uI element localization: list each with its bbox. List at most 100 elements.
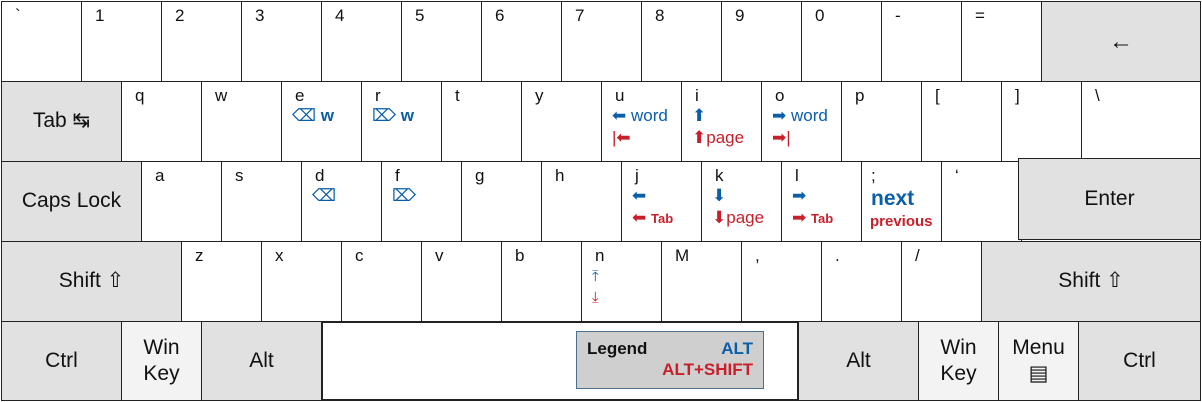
alt-shift-action-text: page	[706, 128, 745, 147]
key-label: y	[535, 86, 544, 105]
key-d: d ⌫	[301, 161, 382, 242]
alt-shift-action-previous: previous	[870, 213, 933, 230]
key-label: Ctrl	[1123, 348, 1156, 372]
key-label: ‘	[955, 166, 959, 185]
key-right-shift: Shift ⇧	[981, 241, 1201, 322]
arrow-down-icon: ⬇	[712, 208, 727, 227]
key-a: a	[141, 161, 222, 242]
alt-action: ⬅ word	[612, 106, 668, 126]
key-label: Shift ⇧	[1058, 269, 1124, 293]
delete-right-icon: ⌦	[392, 186, 417, 205]
key-label: Shift ⇧	[58, 269, 125, 293]
key-period: .	[821, 241, 902, 322]
key-label: ;	[871, 166, 876, 185]
key-left-shift: Shift ⇧	[1, 241, 182, 322]
arrow-up-icon: ⬆	[692, 106, 707, 125]
key-label: 8	[655, 6, 665, 25]
key-right-bracket: ]	[1001, 81, 1082, 162]
key-label: 6	[495, 6, 505, 25]
key-backspace: ←	[1041, 1, 1201, 82]
key-backslash: \	[1081, 81, 1201, 162]
key-m: M	[661, 241, 742, 322]
key-label: s	[235, 166, 244, 185]
key-left-bracket: [	[921, 81, 1002, 162]
alt-action-next: next	[871, 187, 915, 210]
key-label: 9	[735, 6, 745, 25]
alt-action-text: w	[320, 106, 335, 125]
key-j: j ⬅ ⬅ Tab	[621, 161, 702, 242]
alt-shift-action-text: page	[726, 208, 765, 227]
key-label: e	[295, 86, 305, 105]
backspace-arrow-icon: ←	[1109, 27, 1133, 55]
arrow-to-top-icon: ⤒	[592, 268, 599, 285]
key-label: w	[215, 86, 228, 105]
arrow-down-icon: ⬇	[712, 186, 727, 205]
key-label: 4	[335, 6, 345, 25]
key-label: [	[935, 86, 940, 105]
key-i: i ⬆ ⬆page	[681, 81, 762, 162]
key-label: \	[1095, 86, 1100, 105]
key-o: o ➡ word ➡|	[761, 81, 842, 162]
key-n: n ⤒ ⤓	[581, 241, 662, 322]
alt-shift-action: ➡|	[772, 128, 791, 147]
key-b: b	[501, 241, 582, 322]
key-right-ctrl: Ctrl	[1078, 321, 1201, 401]
key-label: t	[455, 86, 460, 105]
arrow-left-icon: ⬅	[632, 186, 647, 205]
key-v: v	[421, 241, 502, 322]
key-label: r	[375, 86, 381, 105]
key-label: v	[435, 246, 444, 265]
delete-left-icon: ⌫	[292, 106, 317, 125]
arrow-right-icon: ➡	[792, 208, 807, 227]
alt-action: ⌫ w	[292, 106, 334, 126]
key-4: 4	[321, 1, 402, 82]
key-label: o	[775, 86, 785, 105]
key-r: r ⌦ w	[361, 81, 442, 162]
key-u: u ⬅ word |⬅	[601, 81, 682, 162]
key-equals: =	[961, 1, 1042, 82]
key-q: q	[121, 81, 202, 162]
alt-shift-action-text: Tab	[810, 211, 834, 226]
key-right-alt: Alt	[798, 321, 919, 401]
key-3: 3	[241, 1, 322, 82]
key-label: M	[675, 246, 690, 265]
key-label: z	[195, 246, 204, 265]
key-y: y	[521, 81, 602, 162]
alt-shift-action: ⬇page	[712, 208, 764, 228]
legend-alt-shift: ALT+SHIFT	[662, 360, 753, 379]
key-label: 2	[175, 6, 185, 25]
arrow-left-icon: ⬅	[612, 106, 627, 125]
key-9: 9	[721, 1, 802, 82]
arrow-right-icon: ➡	[792, 186, 807, 205]
key-tab: Tab ↹	[1, 81, 122, 162]
key-label: Ctrl	[45, 348, 78, 372]
key-6: 6	[481, 1, 562, 82]
key-label: Caps Lock	[21, 189, 122, 213]
key-g: g	[461, 161, 542, 242]
key-left-alt: Alt	[201, 321, 322, 401]
key-label: a	[155, 166, 165, 185]
key-label: u	[615, 86, 625, 105]
key-2: 2	[161, 1, 242, 82]
key-backtick: `	[1, 1, 82, 82]
key-semicolon: ; next previous	[861, 161, 942, 242]
key-label: Tab ↹	[32, 109, 91, 133]
arrow-to-bottom-icon: ⤓	[592, 289, 599, 306]
key-label: 7	[575, 6, 585, 25]
key-comma: ,	[741, 241, 822, 322]
arrow-left-icon: ⬅	[632, 208, 647, 227]
alt-shift-action: ➡ Tab	[792, 208, 833, 228]
key-label-line: Win	[143, 335, 180, 359]
key-label-line: Key	[143, 362, 180, 385]
key-label: q	[135, 86, 145, 105]
key-label: j	[635, 166, 639, 185]
key-label-line: Menu	[1012, 335, 1065, 359]
alt-shift-action-text: Tab	[650, 211, 674, 226]
key-label: /	[915, 246, 920, 265]
key-z: z	[181, 241, 262, 322]
delete-right-icon: ⌦	[372, 106, 397, 125]
key-k: k ⬇ ⬇page	[701, 161, 782, 242]
